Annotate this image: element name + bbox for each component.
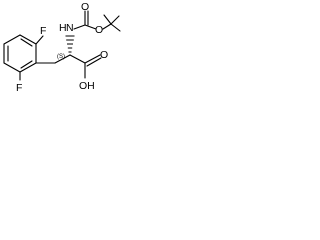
calpha-cooh-bond bbox=[69, 54, 86, 64]
tbutyl-methyl-bond bbox=[110, 23, 121, 32]
fluorine-top-label: F bbox=[40, 25, 46, 37]
o-tbutyl-bond bbox=[102, 23, 112, 30]
stereo-descriptor-label: (S) bbox=[57, 54, 65, 60]
nh-c-bond bbox=[73, 24, 86, 30]
hashed-wedge-bond bbox=[65, 35, 75, 53]
acid-hydroxyl-label: OH bbox=[79, 80, 95, 92]
ring-bond bbox=[3, 34, 21, 45]
c-double-o-bond-2 bbox=[86, 57, 102, 67]
fluorine-bottom-label: F bbox=[16, 82, 22, 94]
boc-ether-oxygen-label: O bbox=[95, 24, 103, 36]
tbutyl-methyl-bond bbox=[110, 15, 120, 25]
boc-c-o-bond bbox=[84, 24, 97, 30]
ring-bond bbox=[19, 62, 37, 73]
ring-double-bond bbox=[20, 60, 33, 69]
structural-formula: F F H N O O O OH (S) bbox=[3, 1, 121, 94]
tbutyl-methyl-bond bbox=[103, 14, 112, 25]
ring-bond bbox=[19, 34, 37, 45]
ring-double-bond bbox=[20, 38, 33, 47]
nitrogen-label: N bbox=[66, 22, 74, 34]
ch2-calpha-bond bbox=[54, 54, 71, 64]
c-double-o-bond bbox=[84, 54, 101, 64]
molecule-canvas: F F H N O O O OH (S) bbox=[0, 0, 122, 117]
boc-carbonyl-oxygen-label: O bbox=[81, 1, 89, 13]
acid-carbonyl-oxygen-label: O bbox=[100, 49, 108, 61]
cf-bond-top bbox=[35, 35, 44, 45]
ring-bond bbox=[3, 62, 21, 73]
nh-hydrogen-label: H bbox=[59, 22, 67, 34]
